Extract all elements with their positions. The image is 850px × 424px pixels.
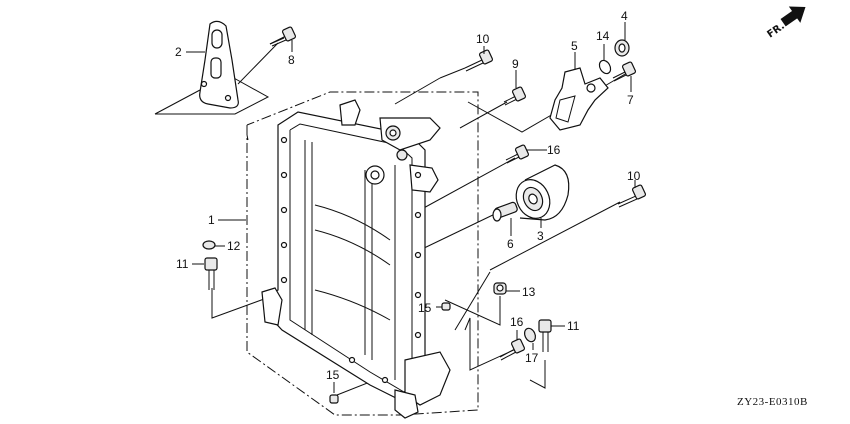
callout-3[interactable]: 3 [537, 229, 544, 243]
main-housing-part[interactable] [261, 99, 451, 419]
oil-filter-part[interactable] [510, 164, 570, 224]
callout-10a[interactable]: 10 [476, 32, 490, 46]
callout-6[interactable]: 6 [507, 237, 514, 251]
callout-15a[interactable]: 15 [418, 301, 432, 315]
nut-13-part[interactable] [493, 282, 507, 295]
callout-16a[interactable]: 16 [547, 143, 561, 157]
callout-17[interactable]: 17 [525, 351, 539, 365]
callout-12[interactable]: 12 [227, 239, 241, 253]
callout-13[interactable]: 13 [522, 285, 536, 299]
bolt-11-left[interactable] [204, 257, 218, 290]
callout-5[interactable]: 5 [571, 39, 578, 53]
cap-12-part[interactable] [202, 240, 216, 250]
dowel-pin-15a-part[interactable] [441, 302, 451, 311]
housing-assembly-boundary [246, 91, 479, 416]
bolt-7[interactable] [612, 61, 637, 82]
flange-bolt-holes [280, 136, 422, 384]
callout-2[interactable]: 2 [175, 45, 182, 59]
callout-10b[interactable]: 10 [627, 169, 641, 183]
callout-8[interactable]: 8 [288, 53, 295, 67]
callout-7[interactable]: 7 [627, 93, 634, 107]
callout-4[interactable]: 4 [621, 9, 628, 23]
elbow-bracket-part[interactable] [549, 67, 609, 131]
dowel-pin-15b-part[interactable] [329, 394, 339, 404]
callout-1[interactable]: 1 [208, 213, 215, 227]
bolt-16-bottom[interactable] [499, 338, 526, 361]
bolt-10-top[interactable] [464, 49, 494, 72]
bracket-plate-part[interactable] [199, 20, 239, 109]
callout-11a[interactable]: 11 [176, 257, 189, 271]
bolt-10-right[interactable] [617, 184, 647, 208]
front-direction-label: FR. [765, 21, 786, 41]
leader-lines [154, 42, 633, 396]
diagram-reference-code: ZY23-E0310B [737, 396, 808, 408]
bolt-9[interactable] [503, 86, 527, 106]
front-direction-marker: FR. [765, 6, 806, 41]
nipple-fitting-part[interactable] [492, 201, 518, 222]
bolt-11-right[interactable] [538, 319, 552, 352]
bolt-8[interactable] [269, 26, 297, 47]
washer-14-part[interactable] [597, 58, 613, 75]
cap-4-part[interactable] [614, 39, 630, 57]
callout-ticks [186, 22, 636, 393]
front-direction-arrow-icon [780, 6, 806, 27]
callout-14[interactable]: 14 [596, 29, 610, 43]
bolt-16-top[interactable] [505, 144, 530, 164]
callout-9[interactable]: 9 [512, 57, 519, 71]
callout-labels: 1 2 3 4 5 6 7 8 9 10 10 11 11 12 13 14 1… [175, 9, 641, 382]
washer-17-part[interactable] [523, 327, 538, 344]
callout-15b[interactable]: 15 [326, 368, 340, 382]
callout-11b[interactable]: 11 [567, 319, 580, 333]
callout-16b[interactable]: 16 [510, 315, 524, 329]
